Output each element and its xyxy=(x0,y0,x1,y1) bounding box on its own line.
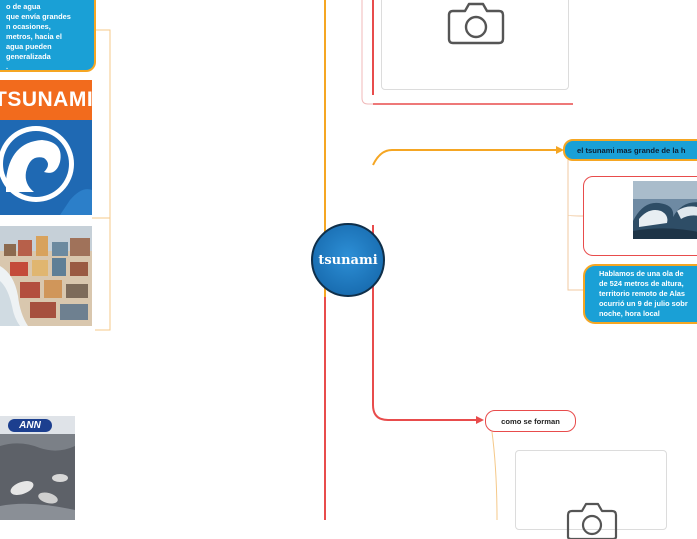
largest-sub-2 xyxy=(567,215,583,291)
left-note-line: que envía grandes xyxy=(6,12,71,21)
branch-formation-line xyxy=(372,404,476,421)
camera-icon xyxy=(566,502,618,539)
branch-formation-label: como se forman xyxy=(501,416,560,426)
central-topic-node[interactable]: tsunami xyxy=(311,223,385,297)
branch-largest-line xyxy=(372,149,556,166)
top-frame-outline xyxy=(361,0,573,105)
left-note-line: generalizada xyxy=(6,52,51,61)
left-group-bracket xyxy=(95,29,111,331)
news-logo-text: ANN xyxy=(19,420,41,431)
big-wave-photo xyxy=(633,181,697,239)
connector-lines xyxy=(92,0,584,520)
largest-note-line: Hablamos de una ola de xyxy=(599,269,684,278)
wave-photo-frame[interactable] xyxy=(583,176,697,256)
largest-note-line: territorio remoto de Alas xyxy=(599,289,685,298)
largest-note-line: de 524 metros de altura, xyxy=(599,279,684,288)
branch-largest-arrow xyxy=(556,146,564,154)
news-logo: ANN xyxy=(8,419,52,432)
formation-sub xyxy=(491,431,498,520)
left-note-line: agua pueden xyxy=(6,42,52,51)
news-flood-photo[interactable]: ANN xyxy=(0,416,75,520)
top-photo-placeholder[interactable] xyxy=(381,0,569,90)
tsunami-sign-banner: TSUNAMI xyxy=(0,80,92,120)
branch-formation-arrow xyxy=(476,416,484,424)
left-note-line: . xyxy=(6,62,9,71)
city-photo-drawing xyxy=(0,226,92,326)
left-note-line: n ocasiones, xyxy=(6,22,51,31)
flooded-city-photo[interactable] xyxy=(0,226,92,326)
branch-largest-label: el tsunami mas grande de la h xyxy=(577,145,686,155)
largest-sub-1 xyxy=(567,160,584,217)
largest-note-line: ocurrió un 9 de julio sobr xyxy=(599,299,688,308)
camera-icon xyxy=(447,2,505,45)
branch-largest-node[interactable]: el tsunami mas grande de la h xyxy=(563,139,697,161)
largest-info-note[interactable]: Hablamos de una ola de de 524 metros de … xyxy=(583,264,697,324)
left-note-line: o de agua xyxy=(6,2,41,11)
bottom-photo-placeholder[interactable] xyxy=(515,450,667,539)
tsunami-sign-text: TSUNAMI xyxy=(0,88,92,111)
left-note-line: metros, hacia el xyxy=(6,32,62,41)
central-topic-label: tsunami xyxy=(318,252,378,268)
wave-icon xyxy=(0,120,92,215)
largest-note-line: noche, hora local xyxy=(599,309,660,318)
left-info-note[interactable]: o de agua que envía grandes n ocasiones,… xyxy=(0,0,96,72)
branch-formation-node[interactable]: como se forman xyxy=(485,410,576,432)
tsunami-sign-image[interactable]: TSUNAMI xyxy=(0,80,92,215)
